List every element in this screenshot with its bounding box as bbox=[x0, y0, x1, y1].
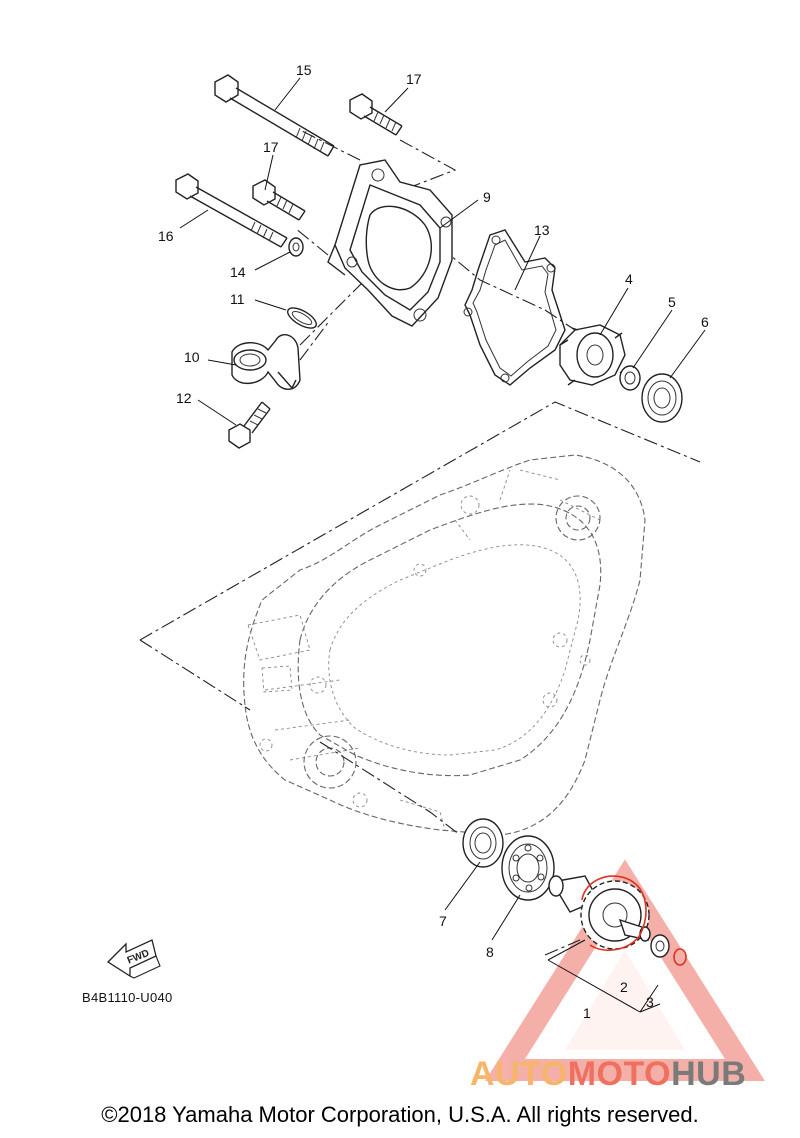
part-13-gasket bbox=[463, 229, 566, 386]
fwd-arrow-icon: FWD bbox=[106, 939, 161, 979]
callout-8: 8 bbox=[486, 944, 494, 960]
callout-1: 1 bbox=[583, 1005, 591, 1021]
callout-16: 16 bbox=[158, 228, 174, 244]
callout-7: 7 bbox=[439, 913, 447, 929]
part-4-impeller bbox=[559, 324, 627, 386]
callout-11: 11 bbox=[230, 291, 245, 307]
part-3-clip bbox=[673, 948, 687, 966]
part-16-bolt bbox=[175, 173, 288, 248]
callout-6: 6 bbox=[701, 314, 709, 330]
watermark-brand: AUTOMOTOHUB bbox=[470, 1055, 746, 1094]
callout-17-upper: 17 bbox=[406, 71, 422, 87]
crankcase-outline bbox=[243, 454, 646, 836]
diagram-code: B4B1110-U040 bbox=[82, 990, 173, 1005]
callout-14: 14 bbox=[230, 264, 246, 280]
callout-13: 13 bbox=[534, 222, 550, 238]
callout-4: 4 bbox=[625, 271, 633, 287]
part-7-bearing bbox=[462, 818, 504, 868]
watermark-auto: AUTO bbox=[470, 1055, 568, 1093]
part-17-bolt-lower bbox=[252, 179, 306, 221]
part-1-assembly-highlight bbox=[581, 875, 647, 951]
part-6-oil-seal bbox=[641, 373, 683, 423]
watermark-moto: MOTO bbox=[567, 1055, 672, 1093]
callout-12: 12 bbox=[176, 390, 192, 406]
part-9-pump-housing bbox=[327, 159, 453, 327]
part-8-bearing bbox=[501, 835, 555, 901]
callout-17-lower: 17 bbox=[263, 139, 279, 155]
callout-15: 15 bbox=[296, 62, 312, 78]
callout-10: 10 bbox=[184, 349, 200, 365]
part-1-impeller-shaft bbox=[548, 875, 651, 950]
part-2-washer bbox=[650, 934, 670, 958]
part-15-long-bolt bbox=[214, 74, 335, 157]
part-14-washer bbox=[288, 237, 304, 257]
callout-2: 2 bbox=[620, 979, 628, 995]
callout-3: 3 bbox=[646, 994, 654, 1010]
part-11-o-ring bbox=[287, 307, 317, 329]
watermark-hub: HUB bbox=[671, 1055, 747, 1093]
watermark-triangle-icon bbox=[485, 859, 765, 1081]
callout-9: 9 bbox=[483, 189, 491, 205]
leader-lines bbox=[179, 77, 706, 941]
part-10-hose-fitting bbox=[231, 334, 301, 390]
callout-5: 5 bbox=[668, 294, 676, 310]
part-17-bolt-upper bbox=[349, 93, 403, 136]
part-12-bolt bbox=[228, 401, 271, 449]
callout-bracket-1-3 bbox=[547, 939, 661, 1013]
part-5-washer bbox=[619, 365, 641, 391]
copyright-notice: ©2018 Yamaha Motor Corporation, U.S.A. A… bbox=[101, 1102, 699, 1127]
